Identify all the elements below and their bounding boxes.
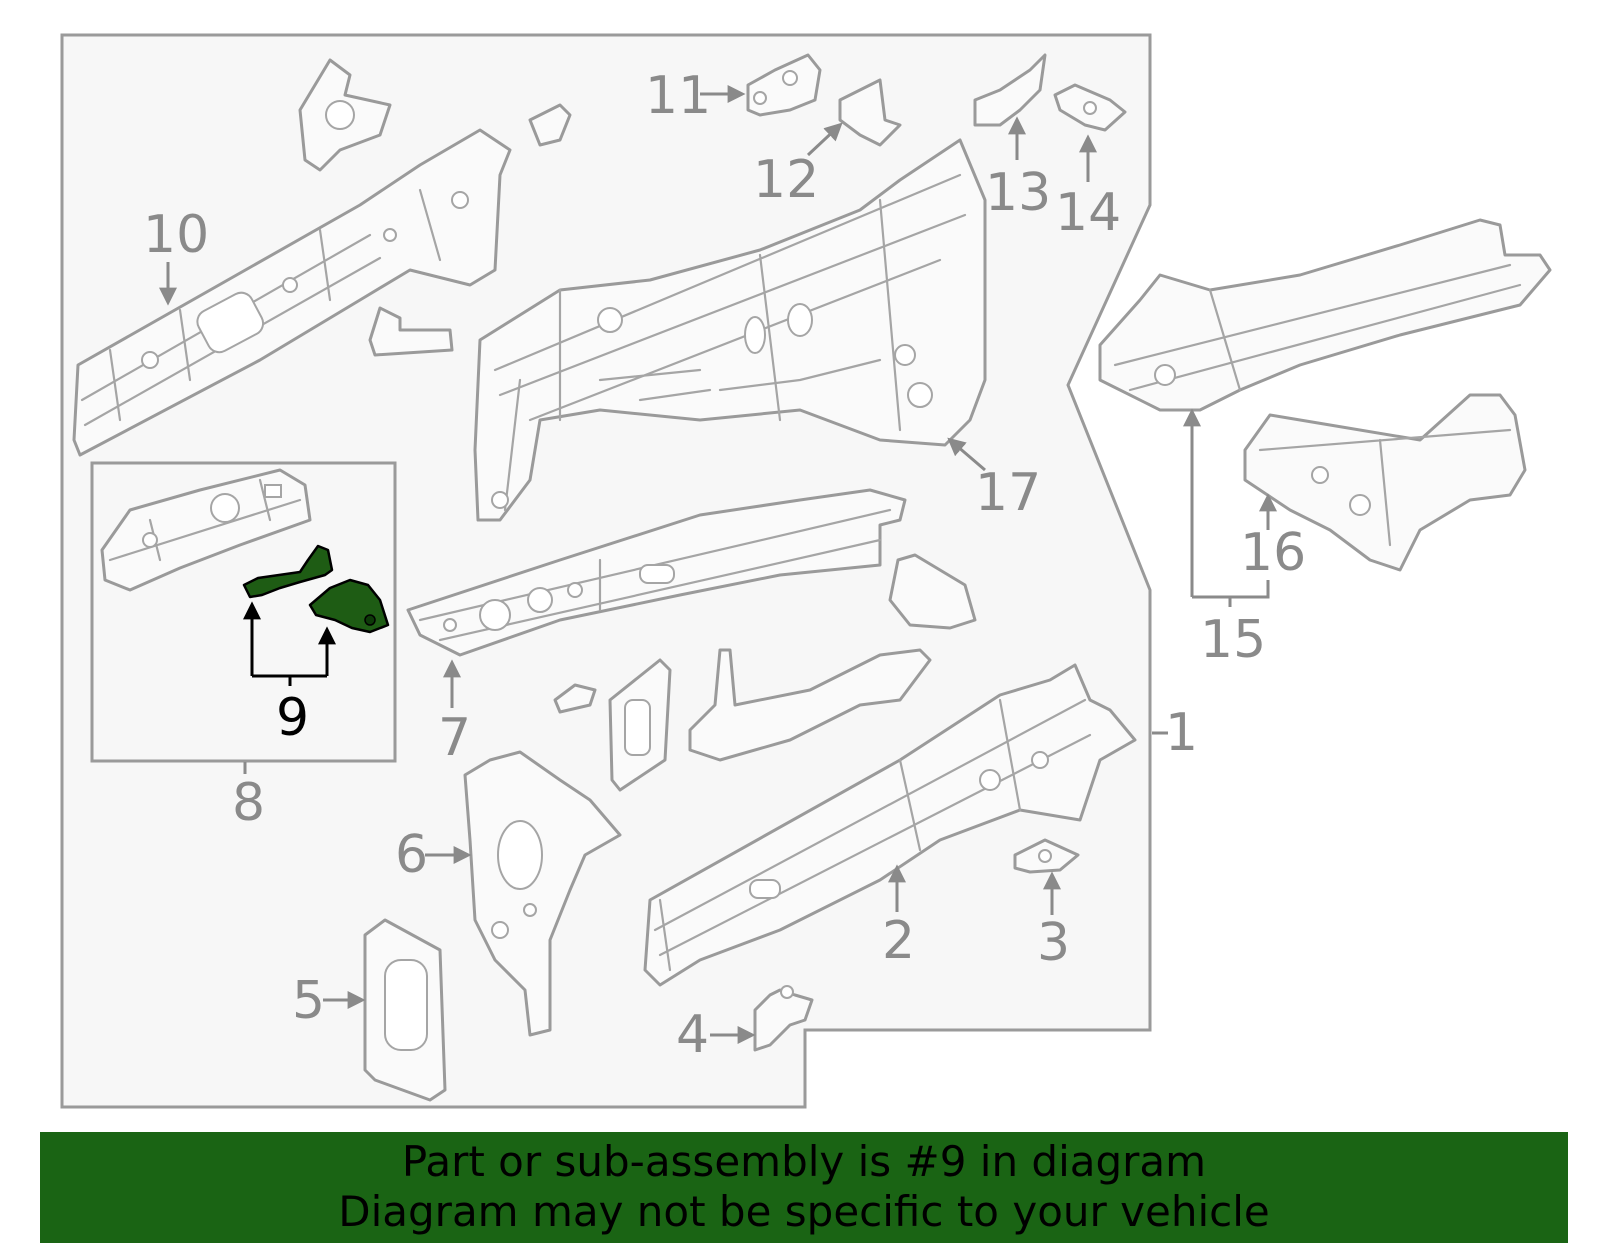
callout-5: 5: [292, 971, 325, 1031]
callout-1: 1: [1165, 703, 1198, 763]
callout-labels: 1 2 3 4 5 6 7 8 9 10 11 12 13 14 15 16 1…: [143, 66, 1306, 1065]
banner-line-1: Part or sub-assembly is #9 in diagram: [401, 1137, 1207, 1186]
part-8-subassembly: [100, 468, 312, 592]
callout-12: 12: [753, 150, 819, 210]
callout-3: 3: [1037, 913, 1070, 973]
part-5-plate: [363, 918, 447, 1102]
part-7-rail: [406, 488, 977, 657]
part-2-rail: [643, 663, 1137, 987]
part-16-floor: [1243, 393, 1527, 572]
misc-small-parts: [553, 648, 932, 792]
part-9-brackets: [242, 544, 390, 634]
info-banner: Part or sub-assembly is #9 in diagram Di…: [40, 1132, 1568, 1243]
callout-6: 6: [395, 825, 428, 885]
part-15-rail: [1098, 218, 1552, 412]
callout-16: 16: [1240, 523, 1306, 583]
callout-2: 2: [882, 911, 915, 971]
part-17-apron: [473, 138, 987, 522]
callout-7: 7: [438, 708, 471, 768]
callout-14: 14: [1055, 183, 1121, 243]
callout-9: 9: [276, 688, 309, 748]
parts-diagram: 1 2 3 4 5 6 7 8 9 10 11 12 13 14 15 16 1…: [60, 33, 1552, 1109]
part-11-bracket: [746, 53, 822, 117]
callout-15: 15: [1200, 610, 1266, 670]
callout-13: 13: [985, 163, 1051, 223]
leader-lines: [159, 85, 1277, 1044]
banner-line-2: Diagram may not be specific to your vehi…: [338, 1187, 1270, 1236]
part-12-bracket: [838, 78, 902, 147]
part-6-panel: [463, 750, 622, 1037]
part-10-rail: [72, 58, 572, 457]
part-13-bracket: [973, 53, 1047, 127]
callout-8: 8: [232, 773, 265, 833]
callout-4: 4: [676, 1005, 709, 1065]
callout-17: 17: [975, 463, 1041, 523]
callout-10: 10: [143, 205, 209, 265]
part-14-bracket: [1053, 83, 1127, 132]
part-3-bracket: [1013, 838, 1080, 874]
part-4-bracket: [753, 985, 814, 1052]
callout-11: 11: [645, 66, 711, 126]
